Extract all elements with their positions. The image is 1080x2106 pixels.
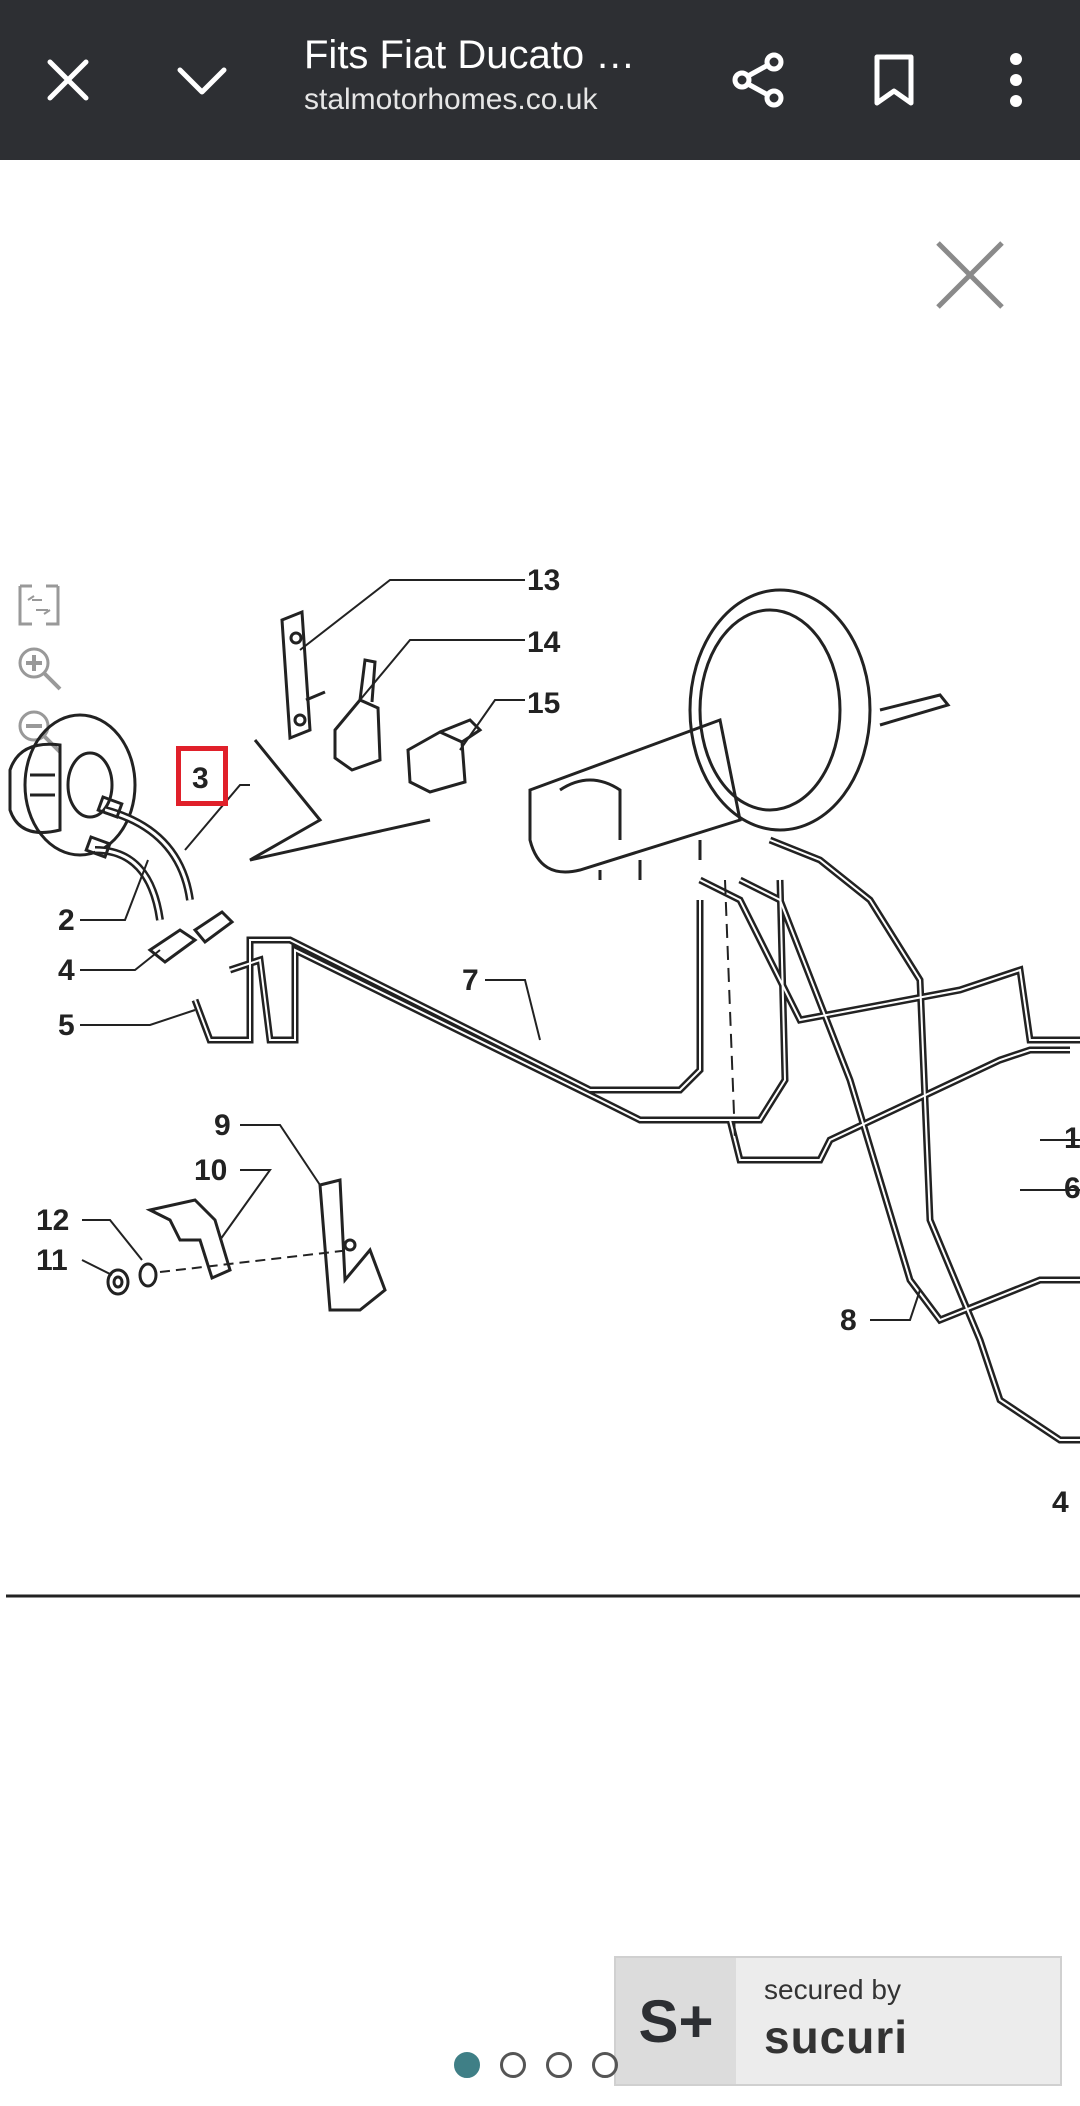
callout-12: 12 xyxy=(36,1204,69,1237)
sucuri-logo: S+ xyxy=(616,1958,736,2084)
callout-3: 3 xyxy=(192,762,209,795)
share-icon xyxy=(732,52,784,108)
page-dot-4[interactable] xyxy=(592,2052,618,2078)
image-pagination xyxy=(454,2052,618,2082)
page-dot-3[interactable] xyxy=(546,2052,572,2078)
callout-7: 7 xyxy=(462,964,479,997)
leader-lines xyxy=(80,579,1080,1321)
more-options-button[interactable] xyxy=(966,30,1066,130)
page-title: Fits Fiat Ducato … xyxy=(304,33,636,77)
callout-9: 9 xyxy=(214,1109,231,1142)
callout-2: 2 xyxy=(58,904,75,937)
callout-11: 11 xyxy=(36,1244,68,1277)
callout-1: 1 xyxy=(1064,1122,1080,1155)
callout-10: 10 xyxy=(194,1154,227,1187)
page-title-block[interactable]: Fits Fiat Ducato … stalmotorhomes.co.uk xyxy=(304,30,684,120)
image-viewer xyxy=(0,160,1080,2106)
page-dot-2[interactable] xyxy=(500,2052,526,2078)
callout-8: 8 xyxy=(840,1304,857,1337)
callout-15: 15 xyxy=(527,687,560,720)
security-badge[interactable]: S+ secured by sucuri xyxy=(614,1956,1062,2086)
close-icon xyxy=(47,59,89,101)
close-button[interactable] xyxy=(18,30,118,130)
callout-4a: 4 xyxy=(58,954,75,987)
close-viewer-button[interactable] xyxy=(920,225,1020,325)
lower-brackets-drawing xyxy=(106,1178,387,1312)
collapse-button[interactable] xyxy=(152,30,252,130)
mounting-brackets-drawing xyxy=(249,609,483,862)
brake-booster-drawing xyxy=(528,588,951,880)
callout-6: 6 xyxy=(1064,1172,1080,1205)
highlighted-part-box xyxy=(176,746,228,806)
badge-line1: secured by xyxy=(764,1974,901,2005)
callout-4b: 4 xyxy=(1052,1486,1069,1519)
more-vert-icon xyxy=(1010,53,1022,107)
badge-text: secured by sucuri xyxy=(736,1958,908,2084)
zoom-in-icon[interactable] xyxy=(14,643,64,693)
brake-pipes-inner xyxy=(194,839,1080,1441)
callout-14: 14 xyxy=(527,626,561,659)
share-button[interactable] xyxy=(708,30,808,130)
fullscreen-icon[interactable] xyxy=(14,580,64,630)
top-app-bar: Fits Fiat Ducato … stalmotorhomes.co.uk xyxy=(0,0,1080,160)
chevron-down-icon xyxy=(177,67,227,95)
callout-13: 13 xyxy=(527,564,560,597)
close-icon xyxy=(936,241,1004,309)
brake-disc-drawing xyxy=(8,713,137,857)
brake-hoses-drawing xyxy=(84,795,235,964)
page-url: stalmotorhomes.co.uk xyxy=(304,83,598,116)
callout-5: 5 xyxy=(58,1009,75,1042)
brake-pipe-parts-diagram: 13 14 15 3 2 4 5 7 9 10 12 11 8 1 6 4 xyxy=(6,564,1080,1598)
center-line xyxy=(724,879,736,1141)
page-dot-1[interactable] xyxy=(454,2052,480,2078)
bookmark-button[interactable] xyxy=(844,30,944,130)
brake-pipes-drawing xyxy=(191,836,1080,1444)
badge-line2: sucuri xyxy=(764,2011,909,2063)
bookmark-icon xyxy=(874,54,914,106)
callout-labels: 13 14 15 3 2 4 5 7 9 10 12 11 8 1 6 4 xyxy=(36,564,1080,1519)
